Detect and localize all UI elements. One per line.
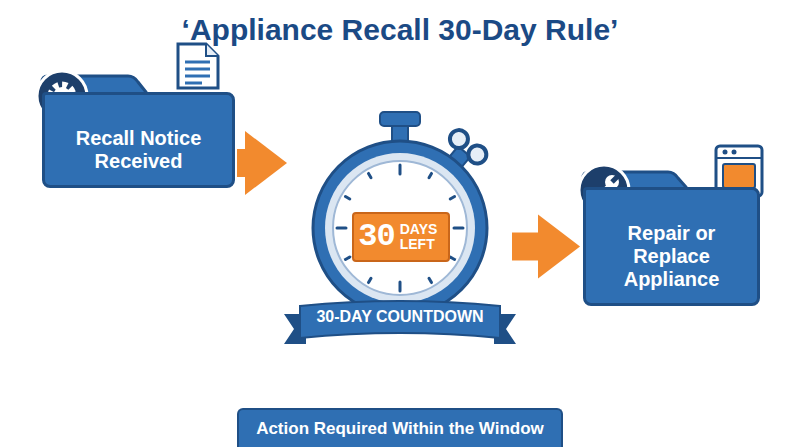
tick-mark xyxy=(345,257,349,260)
footer-band: Action Required Within the Window xyxy=(237,408,563,447)
box-label: Repair or Replace Appliance xyxy=(596,222,747,291)
flow-arrow xyxy=(512,215,580,279)
tick-mark xyxy=(450,197,454,200)
arrow-shaft xyxy=(512,233,540,261)
tick-mark xyxy=(429,173,432,177)
box-label: Recall Notice Received xyxy=(55,127,222,173)
arrow-head xyxy=(245,131,287,195)
tick-mark xyxy=(399,165,402,174)
flow-arrow xyxy=(237,131,287,195)
tick-mark xyxy=(337,227,346,230)
stopwatch xyxy=(313,112,490,315)
stopwatch: 30-DAY COUNTDOWN 30DAYS LEFT xyxy=(290,138,510,344)
tick-mark xyxy=(399,282,402,291)
footer-label: Action Required Within the Window xyxy=(256,419,544,439)
days-left-label: DAYS LEFT xyxy=(400,222,444,252)
arrow-head xyxy=(538,215,580,279)
folder-box: Recall Notice Received xyxy=(42,92,235,188)
ribbon xyxy=(284,301,516,344)
diagram-title: ‘Appliance Recall 30-Day Rule’ xyxy=(0,12,800,48)
ribbon-label: 30-DAY COUNTDOWN xyxy=(304,307,496,327)
countdown-display: 30DAYS LEFT xyxy=(352,212,450,262)
tick-mark xyxy=(345,197,349,200)
tick-mark xyxy=(450,257,454,260)
tick-mark xyxy=(369,173,372,177)
day-count: 30 xyxy=(358,220,394,254)
document-icon xyxy=(178,44,218,88)
tick-mark xyxy=(429,278,432,282)
tick-mark xyxy=(369,278,372,282)
tick-mark xyxy=(454,227,463,230)
folder-box: Repair or Replace Appliance xyxy=(583,187,760,306)
